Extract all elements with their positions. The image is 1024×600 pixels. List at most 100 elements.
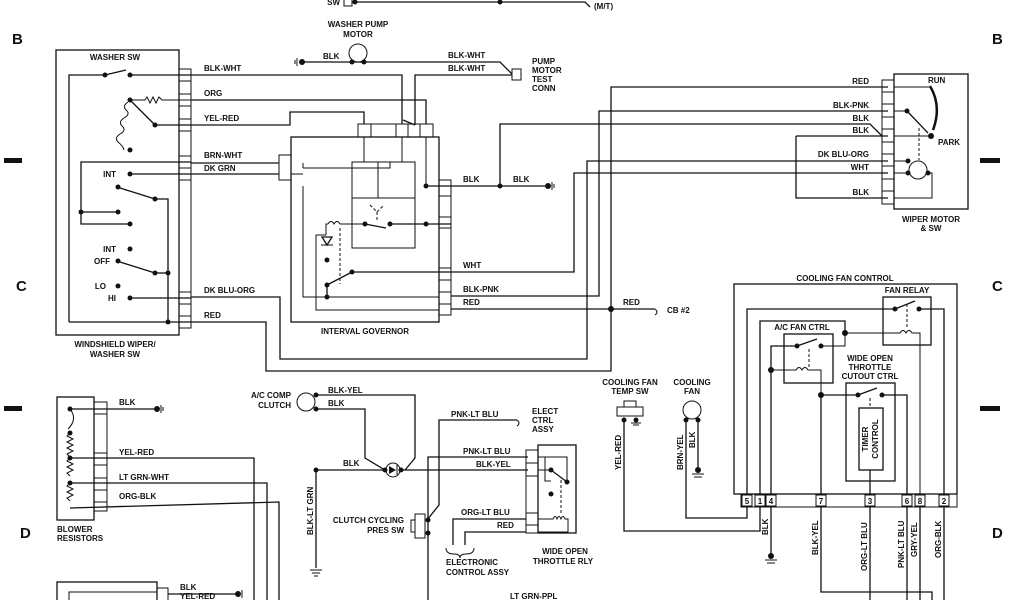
wire-label: BLK bbox=[513, 175, 530, 184]
wot-cutout-label: THROTTLE bbox=[849, 363, 892, 372]
right-connector bbox=[438, 179, 452, 316]
mt-label: (M/T) bbox=[594, 2, 613, 11]
ground-icon bbox=[154, 406, 160, 412]
zone-divider bbox=[4, 406, 22, 411]
pin-connector bbox=[740, 493, 958, 508]
wire-label: BLK bbox=[180, 583, 197, 592]
connector bbox=[93, 401, 108, 512]
wire-label: ORG-LT BLU bbox=[461, 508, 510, 517]
switch-connector bbox=[343, 0, 353, 7]
test-conn-label: TEST bbox=[532, 75, 553, 84]
int-label: INT bbox=[103, 245, 116, 254]
temp-sw-label: COOLING FAN bbox=[602, 378, 658, 387]
run-label: RUN bbox=[928, 76, 946, 85]
wot-cutout-label: CUTOUT CTRL bbox=[842, 372, 899, 381]
lo-label: LO bbox=[95, 282, 106, 291]
wiper-switch-title: WINDSHIELD WIPER/ bbox=[74, 340, 156, 349]
wiper-switch-wires: BLK-WHT ORG YEL-RED BRN-WHT DK GRN DK BL… bbox=[191, 64, 888, 372]
washer-sw-label: WASHER SW bbox=[90, 53, 141, 62]
wire-label: BLK bbox=[323, 52, 340, 61]
governor-wires: BLK BLK WHT BLK-PNK RED RED CB #2 bbox=[451, 110, 888, 316]
timer-module bbox=[351, 161, 416, 249]
pin-label: 5 bbox=[745, 497, 750, 506]
pin-label: 4 bbox=[769, 497, 774, 506]
wire-label: PNK-LT BLU bbox=[451, 410, 499, 419]
zone-c-right: C bbox=[992, 278, 1003, 295]
ground-icon bbox=[235, 591, 241, 597]
elect-ctrl-assy-label: CTRL bbox=[532, 416, 553, 425]
ac-fan-ctrl-label: A/C FAN CTRL bbox=[774, 323, 830, 332]
wire bbox=[301, 61, 513, 75]
zone-markers: B B C C D D bbox=[4, 31, 1003, 542]
washer-pump-label: WASHER PUMP bbox=[328, 20, 389, 29]
wire-label: YEL-RED bbox=[119, 448, 154, 457]
windshield-wiper-washer-switch: WASHER SW INT INT OFF LO HI WINDSHIELD W… bbox=[55, 49, 192, 359]
ac-fan-ctrl bbox=[783, 333, 834, 384]
connector bbox=[178, 68, 192, 329]
zone-divider bbox=[980, 406, 1000, 411]
wire-label: RED bbox=[623, 298, 640, 307]
wire-label: DK GRN bbox=[204, 164, 236, 173]
wiper-motor-label: WIPER MOTOR bbox=[902, 215, 960, 224]
washer-pump-motor: WASHER PUMP MOTOR BLK BLK-WHT BLK-WHT PU… bbox=[294, 20, 562, 126]
run-contact-arc bbox=[928, 85, 939, 131]
diode-icon bbox=[320, 236, 334, 247]
cooling-fan-label: FAN bbox=[684, 387, 700, 396]
temp-switch-icon bbox=[623, 400, 637, 408]
hi-label: HI bbox=[108, 294, 116, 303]
zone-d-right: D bbox=[992, 525, 1003, 542]
wire-label: BRN-WHT bbox=[204, 151, 242, 160]
relay-coil-icon bbox=[771, 367, 822, 382]
cooling-fan: COOLING FAN BRN-YEL BLK bbox=[673, 378, 748, 519]
wire-label: PNK-LT BLU bbox=[897, 520, 906, 568]
pins: 5 1 4 7 3 6 8 2 bbox=[741, 494, 950, 507]
wire-label: BLK-WHT bbox=[448, 64, 485, 73]
pin-label: 7 bbox=[819, 497, 824, 506]
pin-label: 3 bbox=[868, 497, 873, 506]
wire-label: YEL-RED bbox=[180, 592, 215, 600]
wire-label: ORG-BLK bbox=[119, 492, 157, 501]
relay-coil-icon bbox=[538, 516, 569, 533]
wire-label: BLK bbox=[853, 126, 870, 135]
interval-governor: INTERVAL GOVERNOR bbox=[278, 123, 452, 336]
test-connector bbox=[511, 68, 522, 81]
resistor-icon bbox=[130, 95, 191, 105]
test-conn-label: PUMP bbox=[532, 57, 556, 66]
rheostat-coil-icon bbox=[115, 101, 129, 151]
zone-b-left: B bbox=[12, 31, 23, 48]
electronic-control-assy-label: CONTROL ASSY bbox=[446, 568, 510, 577]
blower-resistors: BLK YEL-RED LT GRN-WHT ORG-BLK BLOWER RE… bbox=[56, 396, 280, 600]
ground-icon bbox=[545, 183, 551, 189]
ac-comp-clutch-label: CLUTCH bbox=[258, 401, 291, 410]
cooling-fan-control: COOLING FAN CONTROL 5 1 4 7 3 6 8 2 FAN … bbox=[733, 274, 958, 508]
wire-label: BLK bbox=[343, 459, 360, 468]
sw-label: SW bbox=[327, 0, 340, 7]
side-connector bbox=[278, 154, 292, 181]
wire-label: WHT bbox=[851, 163, 869, 172]
fan-relay-label: FAN RELAY bbox=[885, 286, 930, 295]
switch-housing bbox=[55, 49, 180, 336]
wire-label: BRN-YEL bbox=[676, 434, 685, 470]
wire-label: ORG-LT BLU bbox=[860, 522, 869, 571]
wire-label: BLK-PNK bbox=[463, 285, 499, 294]
cooling-fan-label: COOLING bbox=[673, 378, 710, 387]
elect-ctrl-assy-label: ASSY bbox=[532, 425, 554, 434]
interval-governor-label: INTERVAL GOVERNOR bbox=[321, 327, 409, 336]
wire-label: DK BLU-ORG bbox=[204, 286, 255, 295]
wire-label: BLK-WHT bbox=[448, 51, 485, 60]
wire-label: BLK bbox=[328, 399, 345, 408]
washer-pump-label: MOTOR bbox=[343, 30, 373, 39]
park-label: PARK bbox=[938, 138, 960, 147]
relay-coil-icon bbox=[316, 221, 365, 236]
wire-label: BLK-WHT bbox=[204, 64, 241, 73]
wot-relay-label: THROTTLE RLY bbox=[533, 557, 594, 566]
ground-icon bbox=[310, 569, 322, 577]
ground-icon bbox=[299, 59, 305, 65]
blower-resistors-label: RESISTORS bbox=[57, 534, 104, 543]
wire-label: BLK bbox=[688, 431, 697, 448]
test-conn-label: MOTOR bbox=[532, 66, 562, 75]
clutch-cycling-sw-label: CLUTCH CYCLING bbox=[333, 516, 404, 525]
cooling-fan-control-title: COOLING FAN CONTROL bbox=[796, 274, 893, 283]
blower-resistors-label: BLOWER bbox=[57, 525, 93, 534]
